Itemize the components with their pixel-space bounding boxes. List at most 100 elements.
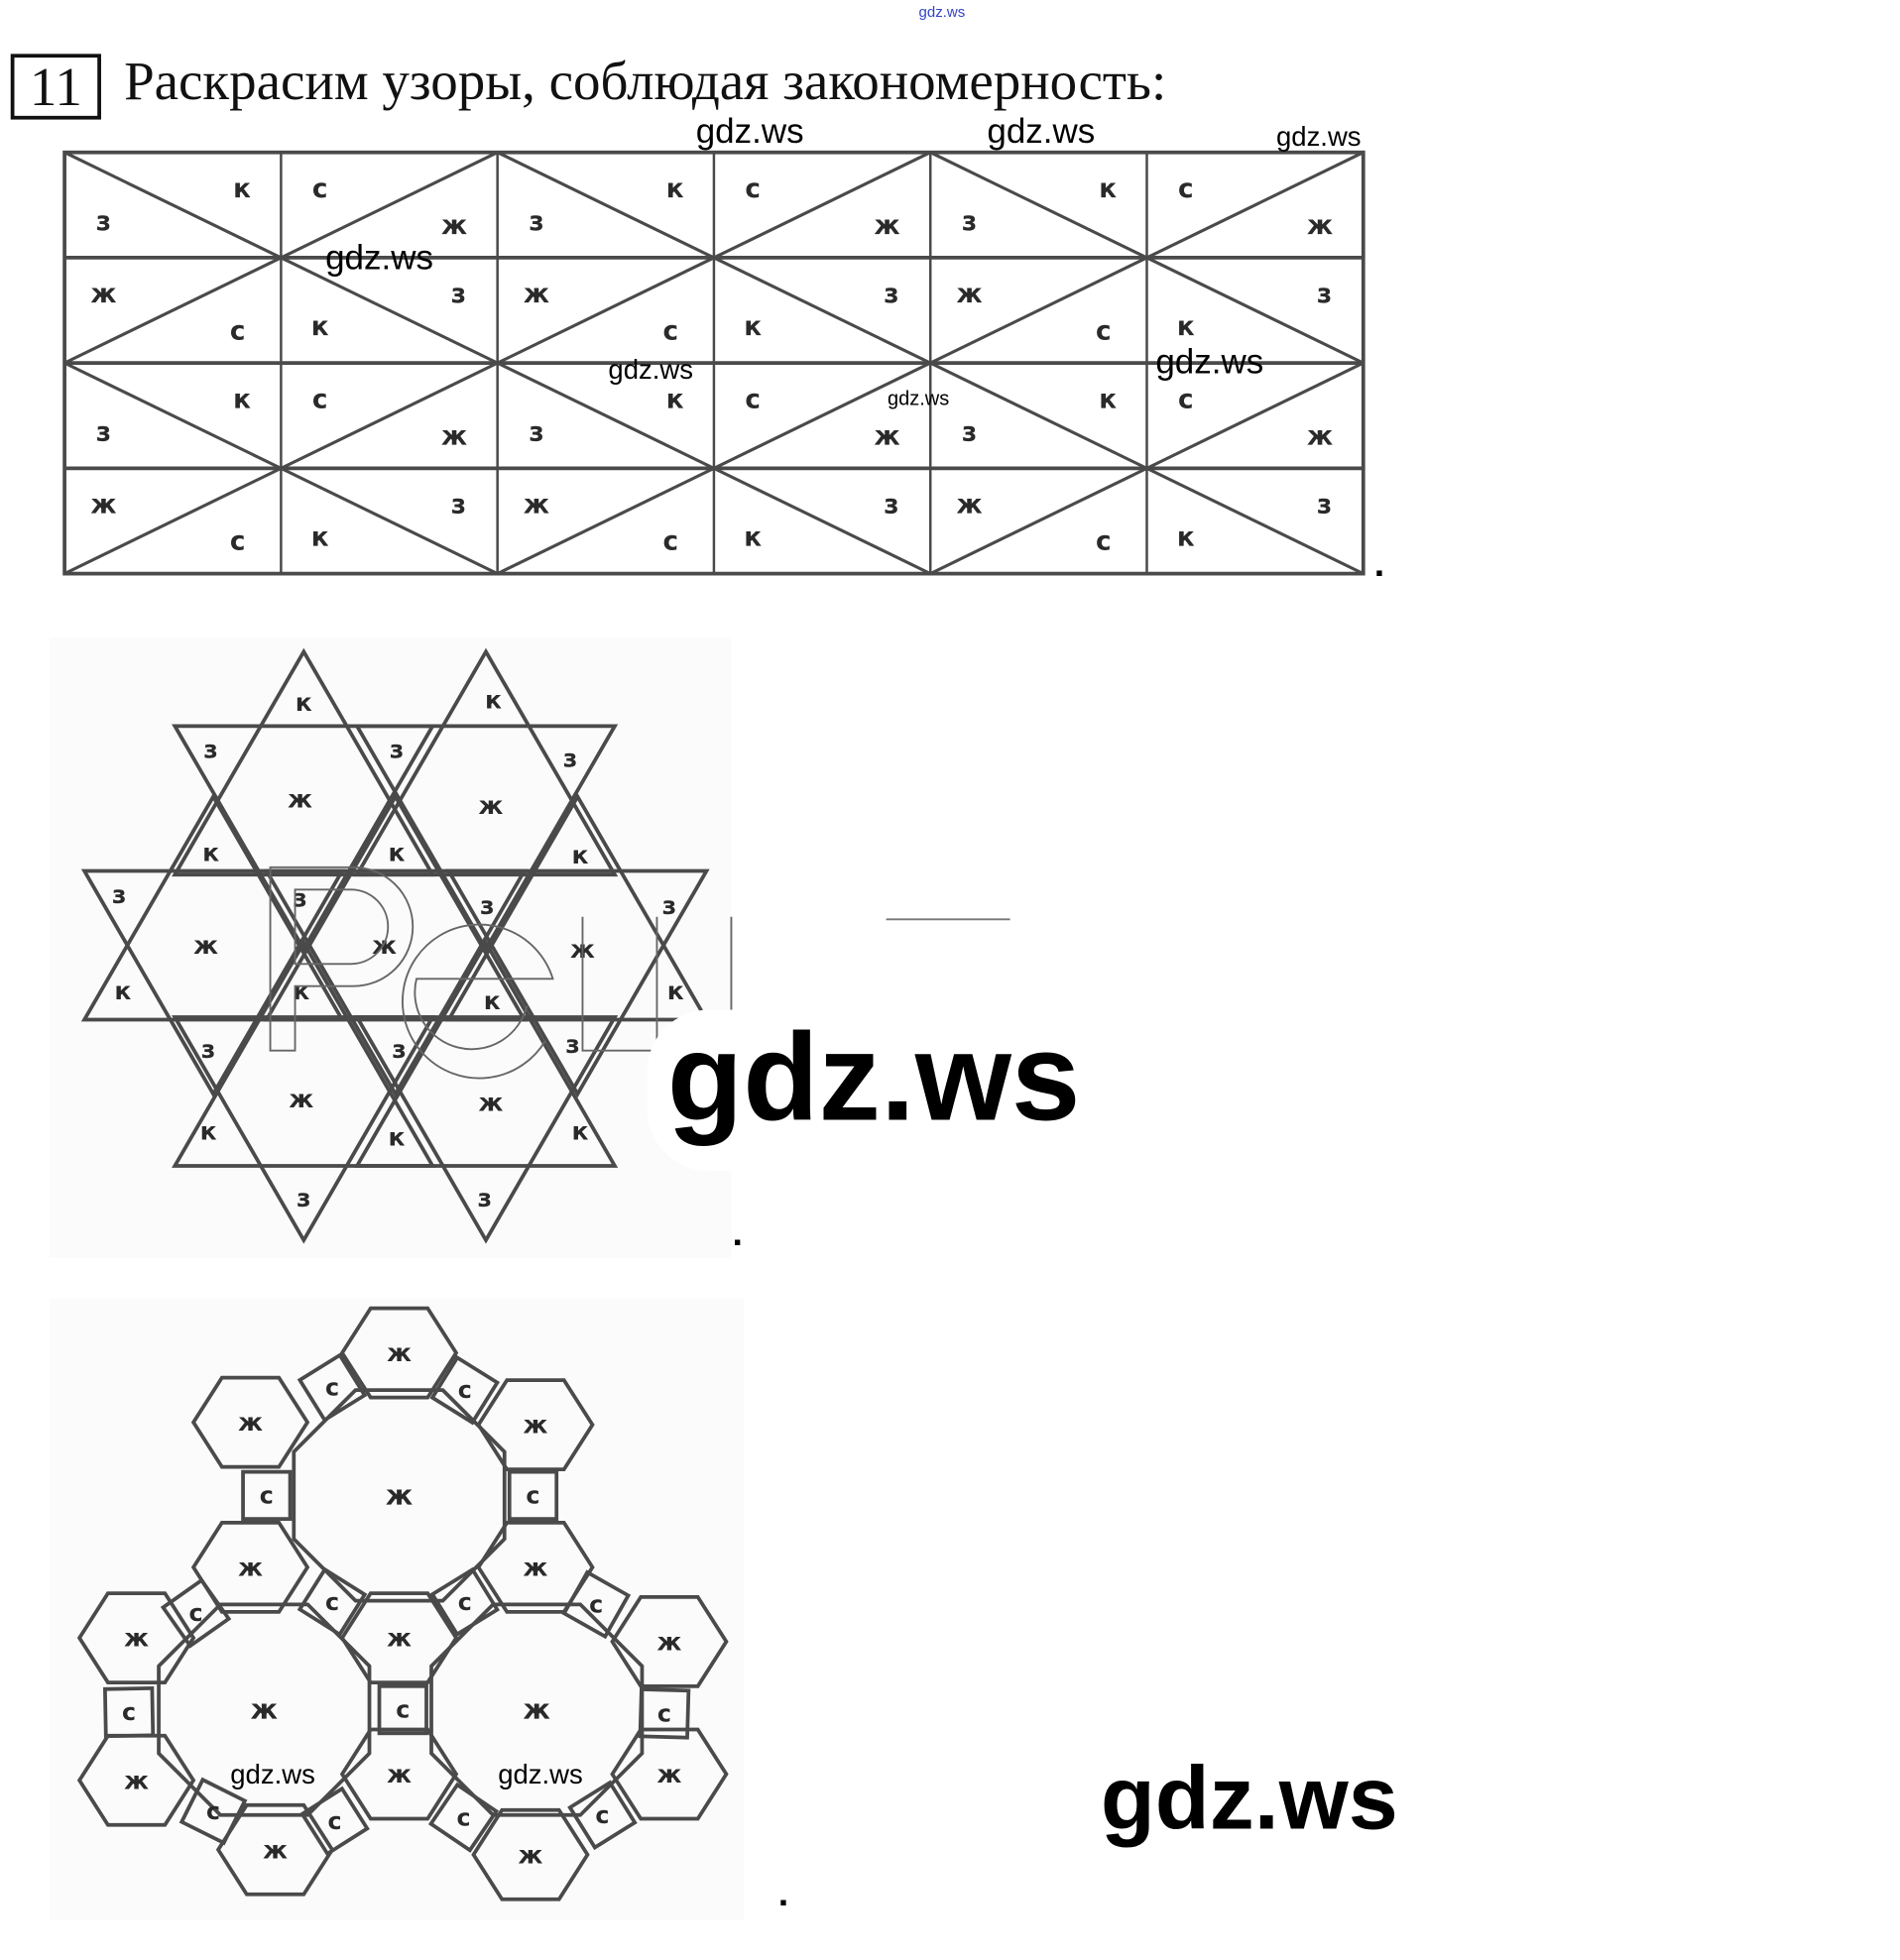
- grid-cell-label: з: [1317, 491, 1332, 520]
- star-cell-label: ж: [479, 1089, 504, 1117]
- star-down-triangle: [172, 1015, 436, 1244]
- hexagon-cell: [471, 1807, 590, 1902]
- star-cell-label: ж: [288, 785, 312, 814]
- period-mark: .: [1374, 542, 1384, 584]
- grid-cell-label: з: [884, 280, 898, 309]
- grid-diagonal: [929, 151, 1148, 260]
- star-cell-label: з: [565, 1030, 580, 1059]
- grid-cell-label: с: [230, 527, 246, 557]
- square-label: с: [526, 1481, 539, 1509]
- star-down-triangle: [445, 868, 710, 1098]
- hexagon-cell: [476, 1520, 595, 1614]
- star-cell-label: к: [200, 1116, 217, 1145]
- grid-cell-label: з: [529, 417, 543, 447]
- square-label: с: [189, 1599, 203, 1627]
- square-label: с: [458, 1376, 472, 1404]
- period-mark: .: [732, 1211, 742, 1253]
- square-cell: [507, 1469, 559, 1521]
- grid-diagonal: [496, 151, 715, 260]
- grid-cell-label: к: [744, 312, 762, 342]
- star-up-triangle: [353, 647, 619, 877]
- star-cell-label: к: [571, 841, 588, 869]
- star-cell-label: к: [114, 977, 131, 1005]
- hexagon-label: ж: [387, 1338, 412, 1367]
- hexagon-label: ж: [519, 1840, 543, 1869]
- star-cell-label: з: [390, 736, 405, 764]
- hexagon-cell: [339, 1306, 459, 1400]
- square-shape: [178, 1777, 248, 1846]
- watermark-backdrop: [647, 1009, 1094, 1171]
- grid-cell-label: к: [233, 174, 251, 204]
- grid-cell-label: ж: [875, 211, 900, 241]
- grid-cell-label: с: [1178, 174, 1194, 204]
- grid-diagonal: [496, 361, 715, 470]
- star-down-triangle: [172, 724, 436, 954]
- hexagon-cell: [76, 1591, 196, 1684]
- hexagon-label: ж: [387, 1760, 412, 1788]
- grid-diagonal: [280, 361, 499, 470]
- grid-diagonal: [496, 466, 715, 576]
- square-cell: [429, 1354, 501, 1426]
- hexagon-label: ж: [124, 1624, 149, 1653]
- hexagon-cell: [610, 1594, 729, 1688]
- square-cell: [427, 1782, 500, 1853]
- square-shape: [377, 1683, 428, 1736]
- star-figure-background: [50, 637, 732, 1258]
- square-label: с: [456, 1803, 470, 1831]
- grid-diagonal: [63, 256, 283, 365]
- resh-watermark-letter-r: [269, 865, 415, 1052]
- grid-cell-label: ж: [90, 491, 116, 520]
- star-up-triangle: [263, 792, 528, 1022]
- square-label: с: [458, 1588, 472, 1616]
- hexagon-label: ж: [657, 1627, 682, 1656]
- star-cell-label: к: [485, 686, 502, 715]
- grid-cell-label: с: [662, 527, 678, 557]
- square-label: с: [122, 1698, 136, 1726]
- grid-diagonal: [713, 361, 931, 470]
- task-number-box: [10, 54, 101, 120]
- hexagon-cell: [190, 1375, 310, 1469]
- hexagon-label: ж: [387, 1624, 412, 1653]
- grid-diagonal: [63, 361, 283, 470]
- gdz-watermark: gdz.ws: [1276, 121, 1362, 152]
- star-cell-label: к: [202, 838, 219, 866]
- grid-diagonal: [1145, 256, 1365, 365]
- square-label: с: [595, 1801, 609, 1829]
- grid-cell-label: с: [312, 385, 328, 414]
- grid-diagonal: [496, 256, 715, 365]
- square-label: с: [206, 1797, 220, 1825]
- grid-diagonal: [929, 361, 1148, 470]
- square-shape: [103, 1685, 156, 1739]
- square-shape: [429, 1354, 501, 1426]
- grid-cell-label: с: [745, 174, 761, 204]
- grid-cell-label: ж: [524, 491, 549, 520]
- hexagon-label: ж: [238, 1553, 263, 1581]
- star-cell-label: к: [667, 977, 684, 1005]
- grid-diagonal: [929, 466, 1148, 576]
- grid-cell-label: ж: [441, 211, 467, 241]
- square-cell: [297, 1352, 368, 1423]
- gdz-watermark: gdz.ws: [325, 238, 433, 277]
- star-cell-label: з: [662, 891, 677, 920]
- star-down-triangle: [353, 724, 619, 954]
- square-cell: [178, 1777, 248, 1846]
- square-cell: [561, 1569, 632, 1640]
- star-up-triangle: [172, 939, 436, 1168]
- star-cell-label: к: [484, 986, 501, 1015]
- grid-cell-label: ж: [875, 422, 900, 452]
- grid-diagonal: [1145, 361, 1365, 470]
- square-shape: [427, 1782, 500, 1853]
- square-shape: [638, 1686, 691, 1740]
- grid-cell-label: к: [1099, 385, 1117, 414]
- square-shape: [241, 1469, 293, 1521]
- star-cell-label: к: [389, 1123, 406, 1152]
- square-shape: [299, 1786, 370, 1857]
- star-cell-label: з: [392, 1035, 407, 1064]
- star-cell-label: з: [203, 736, 218, 764]
- grid-diagonal: [280, 151, 499, 260]
- square-label: с: [657, 1699, 671, 1727]
- grid-cell-label: с: [1096, 527, 1112, 557]
- octagon-label: ж: [524, 1694, 550, 1726]
- grid-cell-label: к: [666, 385, 684, 414]
